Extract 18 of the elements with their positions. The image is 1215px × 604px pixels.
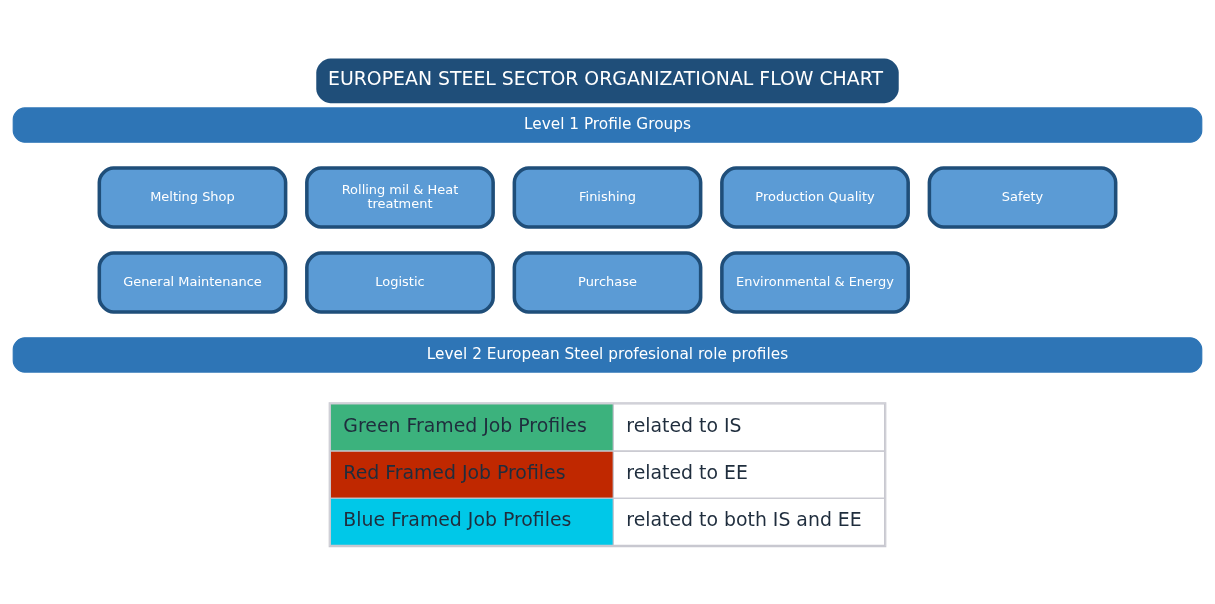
node-box: Production Quality xyxy=(720,165,910,229)
label: related to both IS and EE xyxy=(626,507,862,530)
node-box: Rolling mil & Heat treatment xyxy=(305,165,495,229)
node-box: Finishing xyxy=(512,165,703,229)
label: related to EE xyxy=(626,460,748,483)
node-box: Environmental & Energy xyxy=(720,250,910,314)
label: related to IS xyxy=(626,413,742,436)
node-box: Safety xyxy=(927,165,1118,229)
legend-label: Blue Framed Job Profiles xyxy=(343,507,572,530)
node-box: Level 1 Profile Groups xyxy=(12,106,1203,143)
legend-label: Green Framed Job Profiles xyxy=(343,413,587,436)
diagram-title: EUROPEAN STEEL SECTOR ORGANIZATIONAL FLOW CHART xyxy=(328,66,883,89)
node-box: Level 2 European Steel profesional role profiles xyxy=(12,336,1203,373)
legend-label: Red Framed Job Profiles xyxy=(343,460,566,483)
node-box: Purchase xyxy=(512,250,703,314)
node-box: Logistic xyxy=(305,250,495,314)
node-box: Melting Shop xyxy=(97,165,288,229)
node-box: General Maintenance xyxy=(97,250,288,314)
